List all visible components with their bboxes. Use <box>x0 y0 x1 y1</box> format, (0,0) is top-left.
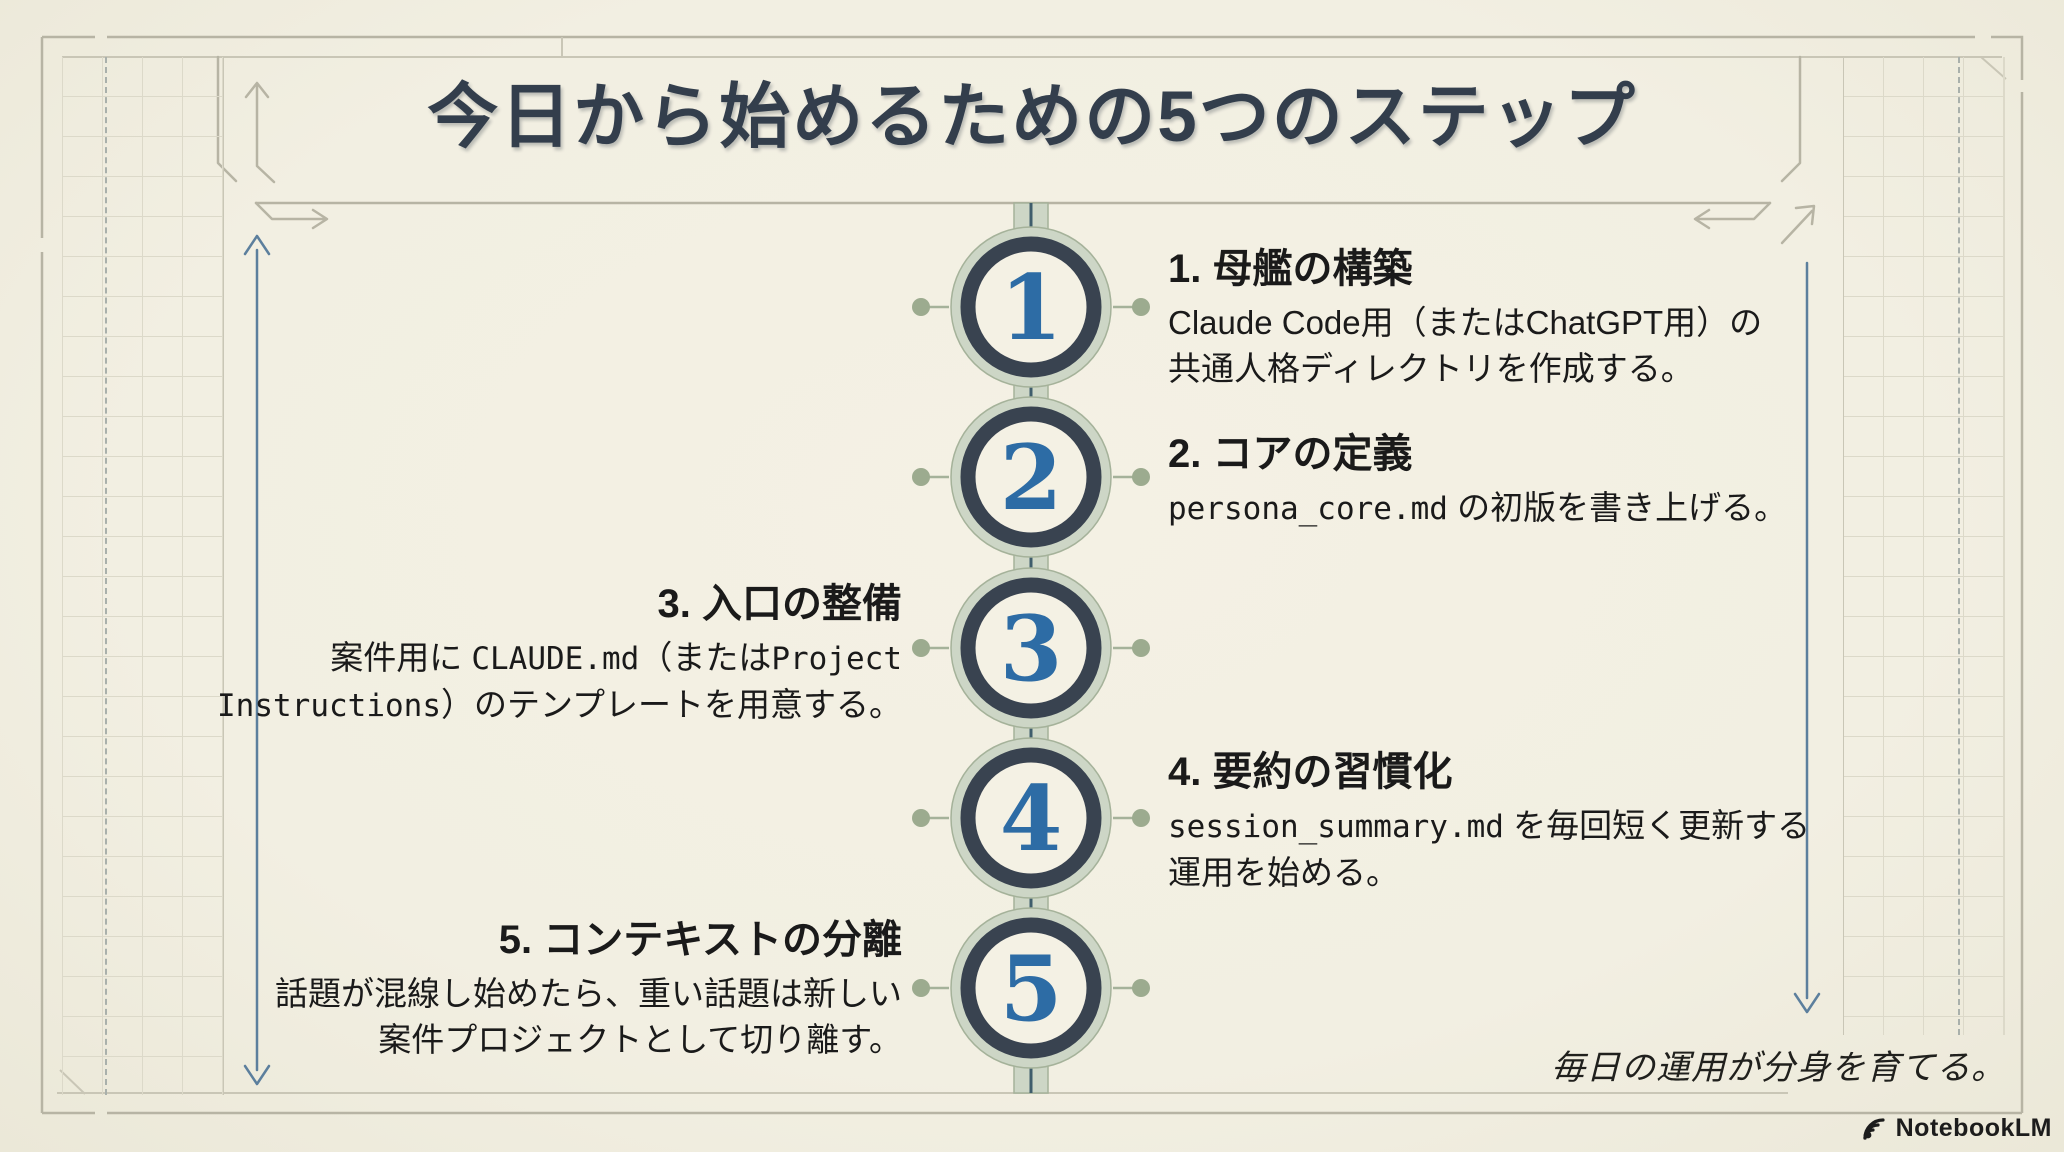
diagonal-arrow-icon <box>1780 204 1816 245</box>
up-arrow-icon <box>244 81 276 184</box>
code-token: CLAUDE.md <box>471 641 640 677</box>
connector-dot <box>1132 298 1150 316</box>
step-description-line: 共通人格ディレクトリを作成する。 <box>1168 346 1928 392</box>
step-description-line: 話題が混線し始めたら、重い話題は新しい <box>142 971 902 1017</box>
step-description-line: persona_core.md の初版を書き上げる。 <box>1168 485 1928 532</box>
code-token: Project <box>771 641 902 677</box>
step-item: 5. コンテキストの分離 話題が混線し始めたら、重い話題は新しい案件プロジェクト… <box>142 916 902 1063</box>
right-vertical-down-arrow-icon <box>1793 261 1821 1014</box>
right-leader-line <box>1780 55 1802 183</box>
step-node-5: 5 <box>912 907 1150 1069</box>
step-number: 3 <box>1000 596 1063 702</box>
connector-dot <box>1132 639 1150 657</box>
left-vertical-double-arrow-icon <box>243 234 271 1086</box>
text-run: Claude Code用（またはChatGPT用）の <box>1168 304 1763 341</box>
connector-dot <box>912 809 930 827</box>
text-run: 案件プロジェクトとして切り離す。 <box>378 1021 902 1058</box>
text-run: 共通人格ディレクトリを作成する。 <box>1168 350 1694 387</box>
step-title: 2. コアの定義 <box>1168 432 1413 476</box>
step-description-line: 運用を始める。 <box>1168 850 1928 896</box>
outer-frame <box>40 35 2024 1115</box>
text-run: 話題が混線し始めたら、重い話題は新しい <box>275 975 902 1012</box>
code-token: persona_core.md <box>1168 491 1448 527</box>
step-description: session_summary.md を毎回短く更新する運用を始める。 <box>1168 803 1928 896</box>
notebooklm-icon <box>1863 1117 1885 1140</box>
step-item: 4. 要約の習慣化 session_summary.md を毎回短く更新する運用… <box>1168 748 1928 896</box>
right-arrow-icon <box>254 201 329 230</box>
text-run: ）のテンプレートを用意する。 <box>440 686 902 723</box>
text-run: の初版を書き上げる。 <box>1447 489 1788 526</box>
connector-dot <box>912 468 930 486</box>
step-number: 4 <box>1000 766 1063 872</box>
step-title: 5. コンテキストの分離 <box>498 918 902 962</box>
step-number: 5 <box>1000 936 1063 1042</box>
step-node-4: 4 <box>912 737 1150 899</box>
text-run: 運用を始める。 <box>1168 854 1399 891</box>
connector-dot <box>1132 979 1150 997</box>
step-description-line: 案件用に CLAUDE.md（またはProject <box>142 635 902 682</box>
connector-dot <box>912 979 930 997</box>
brand-logo: NotebookLM <box>1861 1114 2052 1143</box>
graph-paper-right <box>1843 57 2005 1035</box>
step-description-line: 案件プロジェクトとして切り離す。 <box>142 1017 902 1063</box>
connector-dot <box>912 298 930 316</box>
step-description-line: Instructions）のテンプレートを用意する。 <box>142 682 902 729</box>
step-description: 話題が混線し始めたら、重い話題は新しい案件プロジェクトとして切り離す。 <box>142 971 902 1063</box>
connector-dot <box>1132 809 1150 827</box>
left-arrow-icon <box>1693 201 1772 230</box>
step-node-1: 1 <box>912 226 1150 388</box>
step-title: 4. 要約の習慣化 <box>1168 750 1453 794</box>
text-run: （または <box>639 639 772 676</box>
step-title: 1. 母艦の構築 <box>1168 247 1413 291</box>
step-description: persona_core.md の初版を書き上げる。 <box>1168 485 1928 532</box>
dashed-guide-line <box>105 57 107 1095</box>
connector-dot <box>912 639 930 657</box>
graph-paper-left <box>62 57 224 1095</box>
page-title: 今日から始めるための5つのステップ <box>427 78 1637 157</box>
text-run: 案件用に <box>330 639 472 676</box>
code-token: session_summary.md <box>1168 809 1504 845</box>
footer-tagline: 毎日の運用が分身を育てる。 <box>1551 1049 2006 1087</box>
step-number: 2 <box>1000 425 1063 531</box>
step-node-2: 2 <box>912 396 1150 558</box>
step-description-line: session_summary.md を毎回短く更新する <box>1168 803 1928 850</box>
text-run: を毎回短く更新する <box>1503 807 1811 844</box>
step-title: 3. 入口の整備 <box>657 582 902 626</box>
step-node-3: 3 <box>912 567 1150 729</box>
connector-dot <box>1132 468 1150 486</box>
code-token: Instructions <box>217 688 441 724</box>
step-number: 1 <box>1000 255 1063 361</box>
dashed-guide-line <box>1958 57 1960 1035</box>
inner-frame-lines <box>57 37 2002 1094</box>
step-description: Claude Code用（またはChatGPT用）の共通人格ディレクトリを作成す… <box>1168 300 1928 392</box>
brand-name: NotebookLM <box>1895 1114 2052 1142</box>
step-item: 2. コアの定義 persona_core.md の初版を書き上げる。 <box>1168 430 1928 532</box>
step-item: 1. 母艦の構築 Claude Code用（またはChatGPT用）の共通人格デ… <box>1168 245 1928 392</box>
step-description-line: Claude Code用（またはChatGPT用）の <box>1168 300 1928 346</box>
